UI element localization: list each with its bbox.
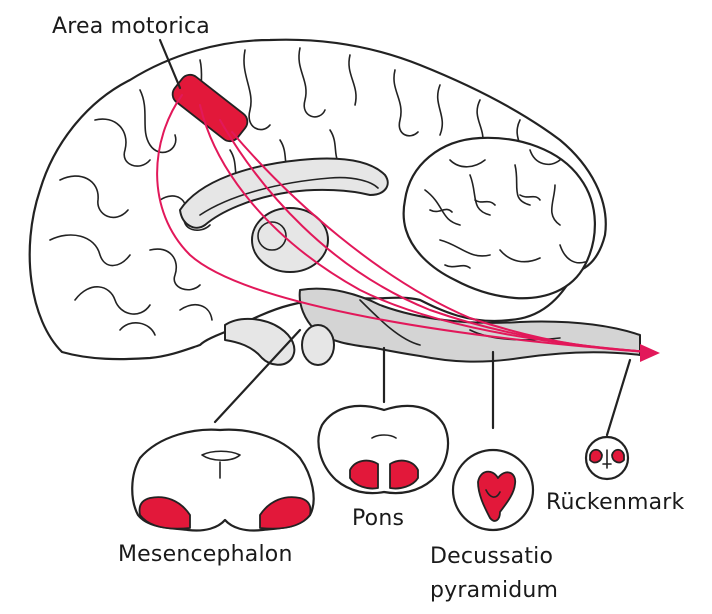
mesencephalon-label: Mesencephalon bbox=[118, 542, 293, 567]
decussatio-label-line2: pyramidum bbox=[430, 578, 558, 603]
area-motorica-label: Area motorica bbox=[52, 14, 210, 39]
hypophysis bbox=[225, 319, 334, 365]
rueckenmark-section bbox=[586, 437, 628, 479]
brainstem bbox=[300, 289, 640, 362]
mesencephalon-section bbox=[132, 430, 313, 531]
decussatio-section bbox=[453, 450, 533, 530]
rueckenmark-label: Rückenmark bbox=[546, 490, 684, 515]
cerebellum bbox=[404, 138, 595, 298]
tract-arrowhead bbox=[640, 344, 660, 362]
pons-label: Pons bbox=[352, 506, 404, 531]
pons-section bbox=[318, 406, 448, 493]
decussatio-label-line1: Decussatio bbox=[430, 544, 553, 569]
